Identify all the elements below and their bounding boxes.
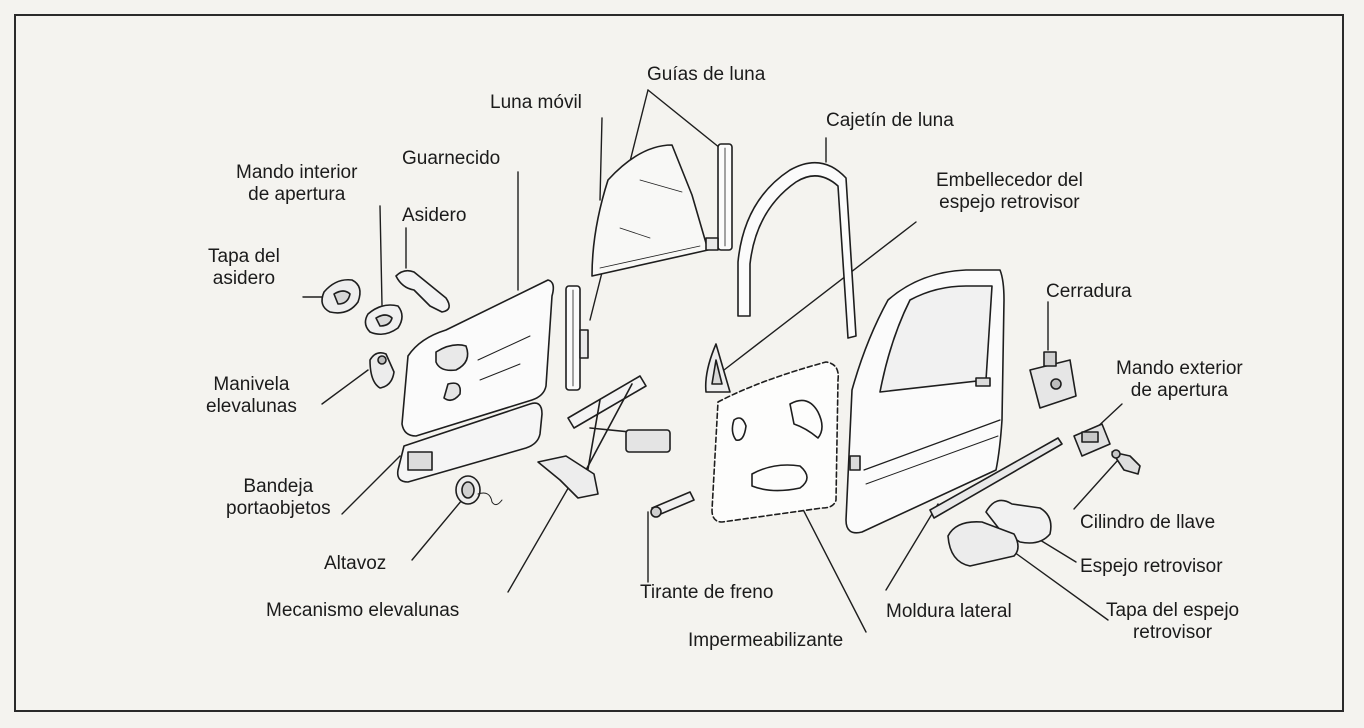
label-mando-interior: Mando interior de apertura xyxy=(236,162,357,206)
door-lock xyxy=(1029,351,1077,409)
label-asidero: Asidero xyxy=(402,205,466,227)
door-shell xyxy=(845,269,1005,534)
label-manivela: Manivela elevalunas xyxy=(206,374,297,418)
water-shield xyxy=(711,361,840,523)
key-cylinder xyxy=(1111,449,1141,475)
label-line: Manivela xyxy=(213,374,290,395)
label-line: Embellecedor del xyxy=(936,170,1083,191)
label-cerradura: Cerradura xyxy=(1046,281,1132,303)
armrest xyxy=(395,269,450,313)
label-line: Moldura lateral xyxy=(886,601,1012,622)
label-line: Mecanismo elevalunas xyxy=(266,600,460,621)
label-line: Bandeja xyxy=(243,476,314,497)
label-tapa-del-asidero: Tapa del asidero xyxy=(208,246,280,290)
label-embellecedor: Embellecedor del espejo retrovisor xyxy=(936,170,1083,214)
label-line: Altavoz xyxy=(324,553,387,574)
label-line: portaobjetos xyxy=(226,498,331,519)
mirror-trim xyxy=(704,343,731,393)
side-molding xyxy=(929,437,1063,519)
label-line: Tirante de freno xyxy=(640,582,774,603)
label-line: Cajetín de luna xyxy=(826,110,954,131)
outer-handle xyxy=(1073,423,1111,457)
speaker xyxy=(455,475,503,506)
window-glass xyxy=(591,144,709,277)
label-espejo-retrovisor: Espejo retrovisor xyxy=(1080,556,1223,578)
label-line: retrovisor xyxy=(1132,622,1213,643)
label-moldura-lateral: Moldura lateral xyxy=(886,601,1012,623)
label-line: espejo retrovisor xyxy=(939,192,1080,213)
label-guias-de-luna: Guías de luna xyxy=(647,64,765,86)
diagram-frame xyxy=(14,14,1344,712)
window-guide-rear xyxy=(705,143,733,251)
label-altavoz: Altavoz xyxy=(324,553,386,575)
trim-panel xyxy=(401,279,555,437)
label-line: Luna móvil xyxy=(490,92,582,113)
label-line: Tapa del xyxy=(208,246,280,267)
window-guide-front xyxy=(565,285,589,391)
door-pocket xyxy=(396,402,543,483)
label-impermeabilizante: Impermeabilizante xyxy=(688,630,843,652)
label-line: Espejo retrovisor xyxy=(1080,556,1223,577)
label-line: Asidero xyxy=(402,205,467,226)
label-bandeja: Bandeja portaobjetos xyxy=(226,476,331,520)
label-line: Mando interior xyxy=(236,162,358,183)
label-mecanismo-elevalunas: Mecanismo elevalunas xyxy=(266,600,459,622)
label-luna-movil: Luna móvil xyxy=(490,92,582,114)
label-line: Cilindro de llave xyxy=(1080,512,1216,533)
label-line: Impermeabilizante xyxy=(688,630,844,651)
door-check-strap xyxy=(650,491,695,518)
label-cajetin-de-luna: Cajetín de luna xyxy=(826,110,954,132)
label-line: elevalunas xyxy=(206,396,297,417)
label-cilindro-de-llave: Cilindro de llave xyxy=(1080,512,1215,534)
window-crank xyxy=(369,352,395,389)
label-mando-exterior: Mando exterior de apertura xyxy=(1116,358,1243,402)
inner-handle xyxy=(364,304,403,336)
label-tirante-de-freno: Tirante de freno xyxy=(640,582,773,604)
label-guarnecido: Guarnecido xyxy=(402,148,500,170)
window-regulator xyxy=(537,375,671,499)
label-line: Mando exterior xyxy=(1116,358,1243,379)
window-channel xyxy=(737,161,857,339)
label-line: Cerradura xyxy=(1046,281,1132,302)
label-line: de apertura xyxy=(248,184,346,205)
label-line: Tapa del espejo xyxy=(1106,600,1240,621)
label-line: Guías de luna xyxy=(647,64,766,85)
label-tapa-del-espejo: Tapa del espejo retrovisor xyxy=(1106,600,1239,644)
armrest-cover xyxy=(321,278,361,314)
side-mirror xyxy=(947,499,1052,567)
label-line: asidero xyxy=(212,268,276,289)
leader-lines xyxy=(302,89,1123,633)
label-line: Guarnecido xyxy=(402,148,501,169)
label-line: de apertura xyxy=(1130,380,1228,401)
